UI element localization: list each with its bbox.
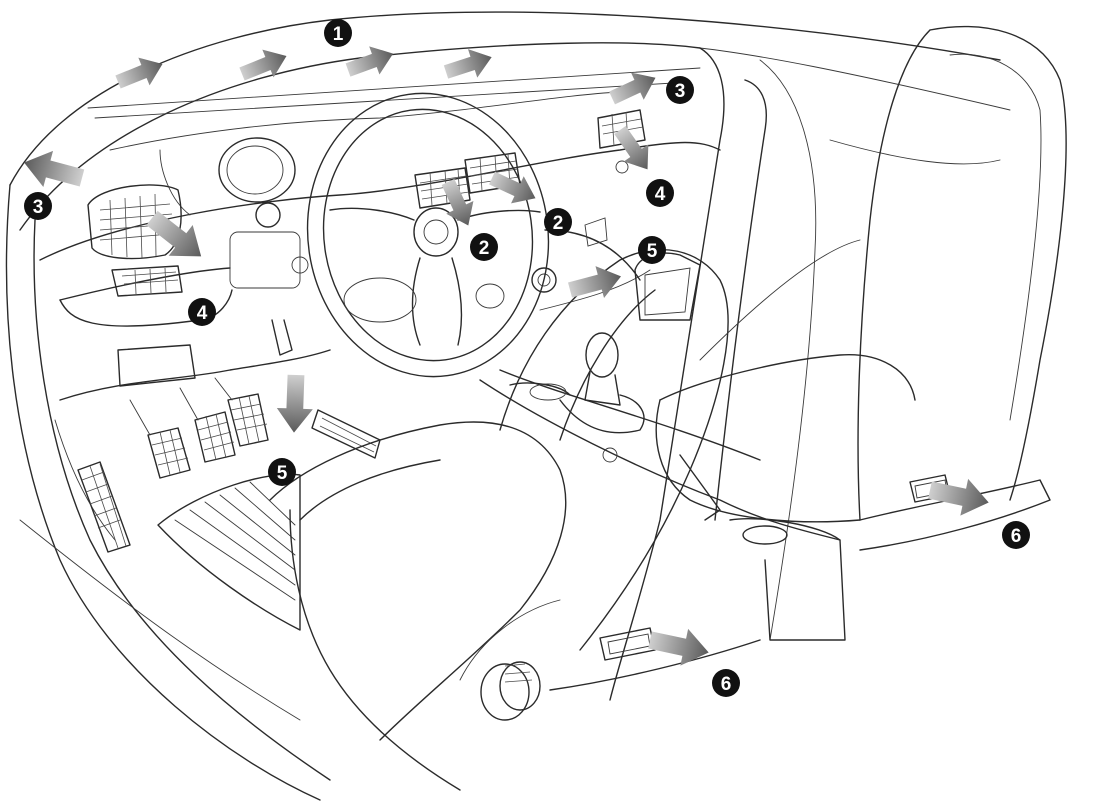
pedals [129,377,381,479]
airflow-centre-outlet-arrow [565,260,626,306]
callout-3-right: 3 [666,76,694,104]
airflow-left-side-window-arrow [19,144,87,197]
gear-lever-and-console [479,332,846,641]
svg-text:2: 2 [553,213,564,234]
airflow-footwell-left-arrow [276,374,314,434]
left-side-vent [87,184,182,260]
airflow-left-side-vent-arrow [139,202,214,272]
svg-text:6: 6 [721,674,732,695]
svg-text:6: 6 [1011,526,1022,547]
svg-text:4: 4 [197,303,208,324]
callout-6-passenger: 6 [1002,521,1030,549]
svg-text:3: 3 [33,197,44,218]
svg-text:4: 4 [655,184,666,205]
floor-mat [77,461,301,631]
callout-5-centre: 5 [638,236,666,264]
airflow-centre-vent-arrow-1 [434,175,482,232]
airflow-right-side-vent-arrow [607,121,660,178]
passenger-seat [655,25,1067,551]
left-lower-vent [111,265,183,297]
airflow-windscreen-arrow-1 [112,50,169,96]
callout-6-driver: 6 [712,669,740,697]
car-body-outline [5,11,1011,801]
steering-wheel [306,92,550,378]
callout-4-left: 4 [188,298,216,326]
airflow-windscreen-arrow-2 [236,42,293,88]
svg-text:5: 5 [647,241,658,262]
callout-3-left: 3 [24,192,52,220]
callout-badges: 1 2 2 3 3 4 4 5 [24,19,1030,697]
svg-text:2: 2 [479,238,490,259]
driver-seat [269,248,761,791]
airflow-rear-right-arrow [926,471,993,521]
callout-5-footwell: 5 [268,458,296,486]
callout-2-right: 2 [544,208,572,236]
callout-1: 1 [324,19,352,47]
svg-text:5: 5 [277,463,288,484]
airflow-windscreen-arrow-3 [342,39,399,85]
callout-2-centre: 2 [470,233,498,261]
svg-text:3: 3 [675,81,686,102]
svg-text:1: 1 [333,24,344,45]
callout-4-right: 4 [646,179,674,207]
